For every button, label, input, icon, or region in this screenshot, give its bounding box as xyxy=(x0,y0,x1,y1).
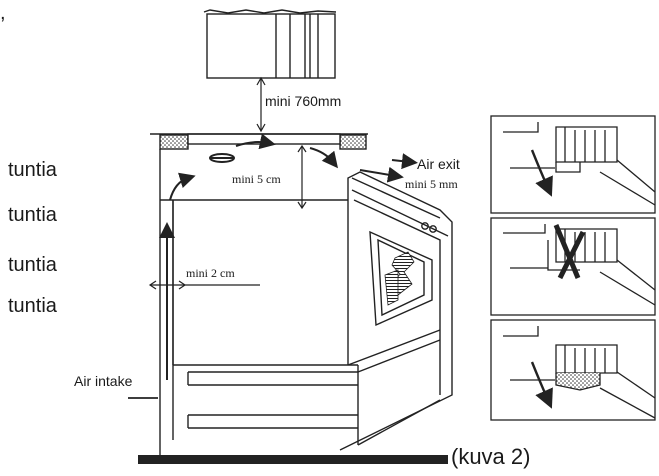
exit-gap-label: mini 5 mm xyxy=(405,177,458,191)
hood-clearance-label: mini 760mm xyxy=(265,93,342,109)
air-exit-label: Air exit xyxy=(417,156,460,172)
detail-panel-correct-1 xyxy=(490,115,656,214)
detail-panel-wrong xyxy=(490,217,656,316)
truncated-fragment: , xyxy=(0,2,6,24)
side-label-1: tuntia xyxy=(8,159,57,181)
airflow-arrows xyxy=(159,133,418,380)
side-label-4: tuntia xyxy=(8,295,57,317)
side-label-3: tuntia xyxy=(8,254,57,276)
side-label-2: tuntia xyxy=(8,204,57,226)
cabinet xyxy=(159,149,359,455)
side-gap-label: mini 2 cm xyxy=(186,266,235,280)
fan-glyph xyxy=(209,153,235,163)
detail-panel-correct-2 xyxy=(490,319,656,421)
top-gap-label: mini 5 cm xyxy=(232,172,281,186)
air-intake-label: Air intake xyxy=(74,373,133,389)
oven xyxy=(339,171,453,451)
floor xyxy=(138,455,448,464)
hood-clearance-dimension xyxy=(256,76,266,133)
top-gap-dimension xyxy=(297,144,307,210)
figure-caption: (kuva 2) xyxy=(451,444,531,469)
oven-window-reflection xyxy=(384,251,415,306)
range-hood xyxy=(203,9,337,79)
